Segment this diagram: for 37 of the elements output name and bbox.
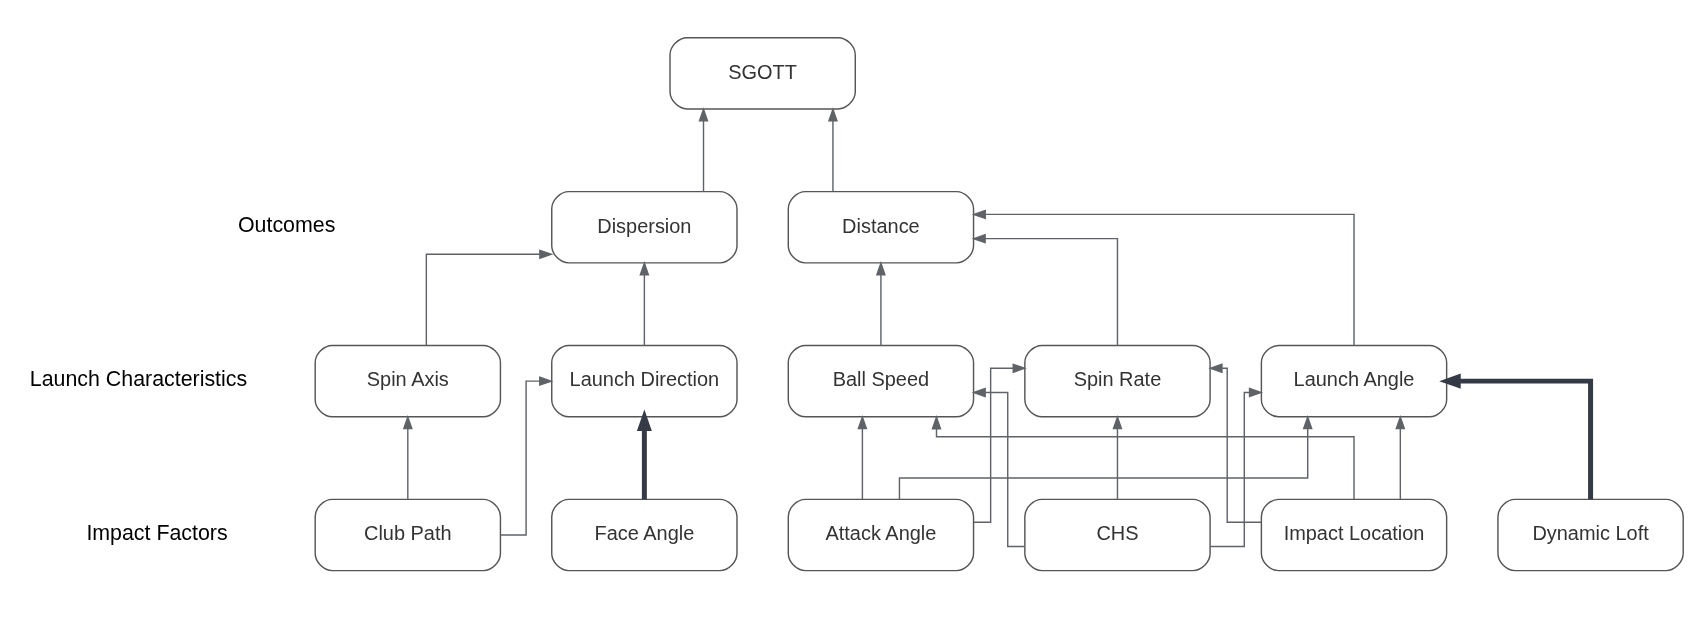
node-box: SGOTT <box>669 36 856 110</box>
arrow <box>875 260 886 346</box>
node-box: Attack Angle <box>787 498 975 571</box>
arrow <box>827 106 838 192</box>
node-box: Spin Axis <box>314 344 502 417</box>
arrow <box>636 409 652 499</box>
node-box: Dynamic Loft <box>1497 498 1684 571</box>
node-box: Face Angle <box>551 498 738 571</box>
arrow <box>500 375 554 536</box>
arrow <box>1208 362 1262 523</box>
node-box: Spin Rate <box>1024 344 1211 417</box>
node-box: Dispersion <box>551 190 738 264</box>
node-box: Ball Speed <box>787 344 975 417</box>
arrow <box>1439 373 1594 499</box>
arrow <box>402 414 413 500</box>
label: Launch Characteristics <box>29 366 248 391</box>
label: Impact Factors <box>86 520 228 545</box>
node-box: Club Path <box>314 498 502 571</box>
arrow <box>639 260 650 346</box>
arrow <box>1209 387 1264 547</box>
label: Outcomes <box>238 212 336 237</box>
arrow <box>1395 414 1406 500</box>
arrow <box>971 208 1355 346</box>
arrow <box>698 106 709 192</box>
node-box: Impact Location <box>1260 498 1448 571</box>
arrow <box>1112 414 1123 500</box>
arrow <box>973 362 1027 523</box>
arrow <box>971 233 1119 346</box>
arrow <box>425 248 554 346</box>
node-box: Launch Direction <box>551 344 738 417</box>
node-box: Distance <box>787 190 975 264</box>
node-box: CHS <box>1024 498 1211 571</box>
arrow <box>931 414 1355 500</box>
node-box: Launch Angle <box>1260 344 1448 417</box>
arrow <box>857 414 868 500</box>
arrow <box>898 414 1313 500</box>
arrow <box>971 387 1026 547</box>
